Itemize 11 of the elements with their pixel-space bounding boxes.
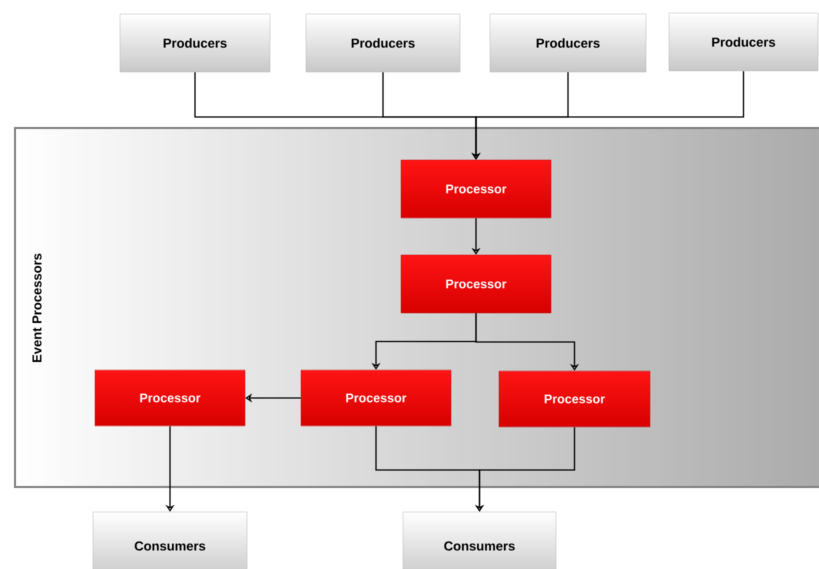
entity-box: Producers: [490, 14, 646, 72]
entity-box: Consumers: [92, 512, 248, 569]
processor-box: Processor: [400, 160, 552, 218]
processor-box: Processor: [498, 370, 650, 428]
processor-box: Processor: [94, 370, 246, 426]
processor-box: Processor: [400, 254, 552, 314]
entity-box: Consumers: [402, 512, 556, 569]
entity-box: Producers: [306, 14, 460, 72]
processor-box: Processor: [300, 370, 452, 426]
entity-box: Producers: [120, 14, 270, 72]
entity-box: Producers: [668, 12, 818, 72]
